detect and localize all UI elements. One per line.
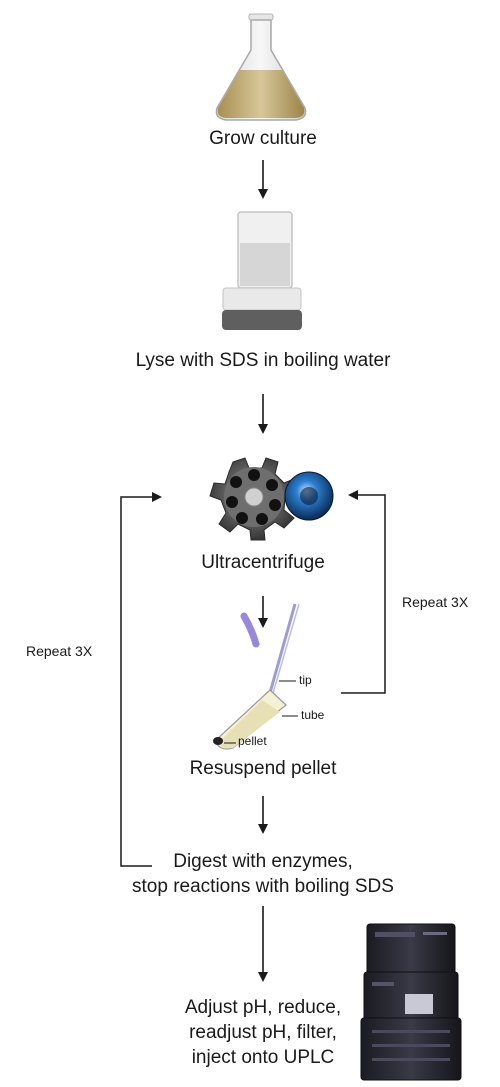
step-resuspend-pellet: Resuspend pellet (189, 758, 337, 779)
pellet-label: pellet (238, 734, 267, 748)
step-final-line2: readjust pH, filter, (189, 1022, 337, 1043)
flask-icon (215, 13, 307, 121)
repeat-label-right: Repeat 3X (402, 594, 469, 610)
tip-label: tip (299, 673, 312, 687)
step-lyse: Lyse with SDS in boiling water (135, 350, 391, 371)
tube-label: tube (301, 708, 325, 722)
loop-arrow-left (120, 492, 162, 867)
step-grow-culture: Grow culture (209, 128, 317, 149)
step-digest-line2: stop reactions with boiling SDS (132, 876, 394, 897)
loop-arrow-right (341, 490, 386, 694)
rotor-lid-icon (284, 471, 334, 521)
pipette-tube-icon (213, 603, 300, 750)
step-final-line3: inject onto UPLC (191, 1047, 335, 1068)
repeat-label-left: Repeat 3X (26, 643, 93, 659)
uplc-instrument-icon (360, 923, 462, 1081)
step-digest-line1: Digest with enzymes, (173, 851, 353, 872)
rotor-icon (209, 457, 297, 541)
step-final-line1: Adjust pH, reduce, (184, 997, 342, 1018)
step-ultracentrifuge: Ultracentrifuge (201, 552, 325, 573)
heat-block-icon (222, 211, 302, 330)
